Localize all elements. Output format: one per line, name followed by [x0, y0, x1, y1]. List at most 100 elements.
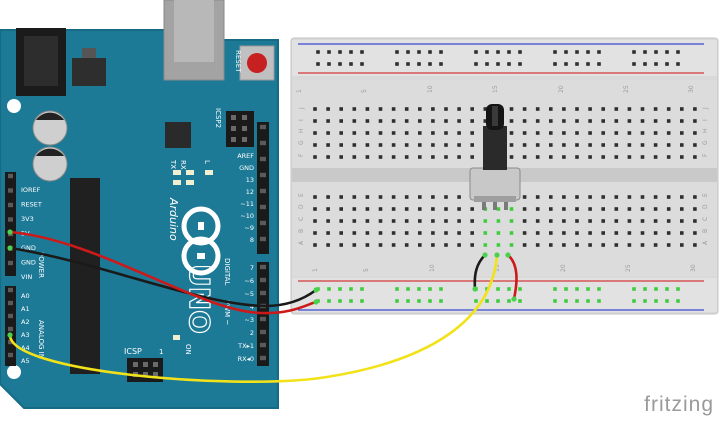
header-pin [260, 188, 266, 194]
column-number: 25 [623, 85, 630, 93]
red-wire-pot-to-5v-rail[interactable] [506, 253, 518, 301]
connected-hole [406, 299, 410, 303]
breadboard-hole [485, 50, 489, 54]
pin-label-a2: A2 [21, 318, 30, 326]
breadboard-hole [601, 119, 605, 123]
icsp2-pin [231, 115, 236, 120]
breadboard-hole [365, 243, 370, 247]
connected-hole [509, 219, 514, 223]
breadboard-hole [431, 131, 435, 135]
icsp-pin [143, 362, 148, 367]
breadboard-hole [575, 62, 579, 66]
breadboard-hole [406, 62, 410, 66]
connected-hole [496, 207, 501, 211]
breadboard-hole [431, 231, 435, 235]
breadboard-hole [444, 231, 448, 235]
capacitor [32, 146, 68, 182]
breadboard-hole [439, 62, 443, 66]
breadboard-hole [391, 219, 396, 223]
black-wire-gnd-to-rail[interactable] [8, 246, 318, 308]
header-pin [8, 326, 13, 332]
breadboard-hole [549, 195, 553, 199]
breadboard-hole [614, 195, 619, 199]
connected-hole [643, 287, 647, 291]
reset-button[interactable] [239, 45, 275, 81]
breadboard-hole [562, 231, 566, 235]
breadboard-hole [339, 195, 343, 199]
breadboard-hole [483, 107, 488, 111]
breadboard-hole [406, 50, 410, 54]
icsp2-pins [231, 115, 247, 142]
breadboard-hole [693, 155, 697, 159]
column-numbers-top: 1 5 10 15 20 25 30 [296, 85, 695, 93]
breadboard-hole [326, 231, 330, 235]
breadboard-hole [339, 243, 343, 247]
breadboard-hole [518, 50, 522, 54]
pin-label-a0: A0 [21, 292, 30, 300]
fritzing-logo: fritzing [644, 393, 714, 416]
breadboard-hole [666, 143, 671, 147]
breadboard-hole [326, 219, 330, 223]
icsp2-pin [242, 115, 247, 120]
connected-hole [428, 299, 432, 303]
breadboard-hole [431, 155, 435, 159]
breadboard-hole [522, 231, 527, 235]
breadboard-hole [444, 219, 448, 223]
header-pin [260, 156, 266, 162]
reset-label: RESET [234, 50, 242, 73]
breadboard-hole [653, 195, 658, 199]
breadboard-hole [614, 155, 619, 159]
red-wire-5v-to-rail[interactable] [8, 230, 318, 315]
connected-hole [360, 299, 364, 303]
connected-hole [483, 219, 488, 223]
breadboard-hole [444, 195, 448, 199]
arduino-wordmark: Arduino [167, 197, 180, 241]
icsp2-pin [242, 137, 247, 142]
connected-hole [439, 299, 443, 303]
potentiometer[interactable] [469, 104, 521, 210]
breadboard-hole [418, 243, 422, 247]
breadboard-hole [680, 119, 684, 123]
breadboard-hole [509, 155, 514, 159]
breadboard-hole [404, 231, 409, 235]
potentiometer-collar [483, 126, 507, 170]
connected-hole [496, 299, 500, 303]
pin-label-aref: AREF [237, 152, 254, 160]
pin-label-1: TX▸1 [237, 342, 254, 350]
breadboard-hole [640, 155, 645, 159]
breadboard-hole [553, 50, 557, 54]
breadboard-hole [522, 131, 527, 135]
breadboard-hole [339, 143, 343, 147]
breadboard-hole [601, 231, 605, 235]
breadboard-hole [352, 131, 357, 135]
breadboard-hole [507, 62, 511, 66]
black-wire-pot-to-gnd-rail[interactable] [473, 253, 487, 291]
connected-hole [360, 287, 364, 291]
header-pin [8, 287, 13, 293]
breadboard-hole [549, 143, 553, 147]
column-number: 1 [312, 268, 319, 272]
breadboard-hole [326, 143, 330, 147]
breadboard-hole [378, 195, 383, 199]
breadboard-hole [365, 155, 370, 159]
breadboard-hole [431, 119, 435, 123]
breadboard-hole [562, 143, 566, 147]
row-letter: J [298, 107, 305, 110]
breadboard-hole [391, 207, 396, 211]
breadboard-hole [444, 119, 448, 123]
pin-label-2: 2 [250, 329, 254, 337]
breadboard-hole [627, 243, 632, 247]
pin-label-0: RX◂0 [238, 355, 254, 363]
breadboard-hole [601, 219, 605, 223]
yellow-wire-a0-to-wiper[interactable] [8, 253, 499, 383]
breadboard-hole [470, 119, 474, 123]
breadboard-hole [666, 243, 671, 247]
breadboard-hole [428, 62, 432, 66]
connected-hole [338, 287, 342, 291]
rx-label: RX [179, 160, 187, 170]
breadboard-hole [457, 131, 461, 135]
breadboard-hole [339, 131, 343, 135]
breadboard-hole [653, 231, 658, 235]
breadboard-hole [549, 107, 553, 111]
connected-hole [496, 219, 501, 223]
